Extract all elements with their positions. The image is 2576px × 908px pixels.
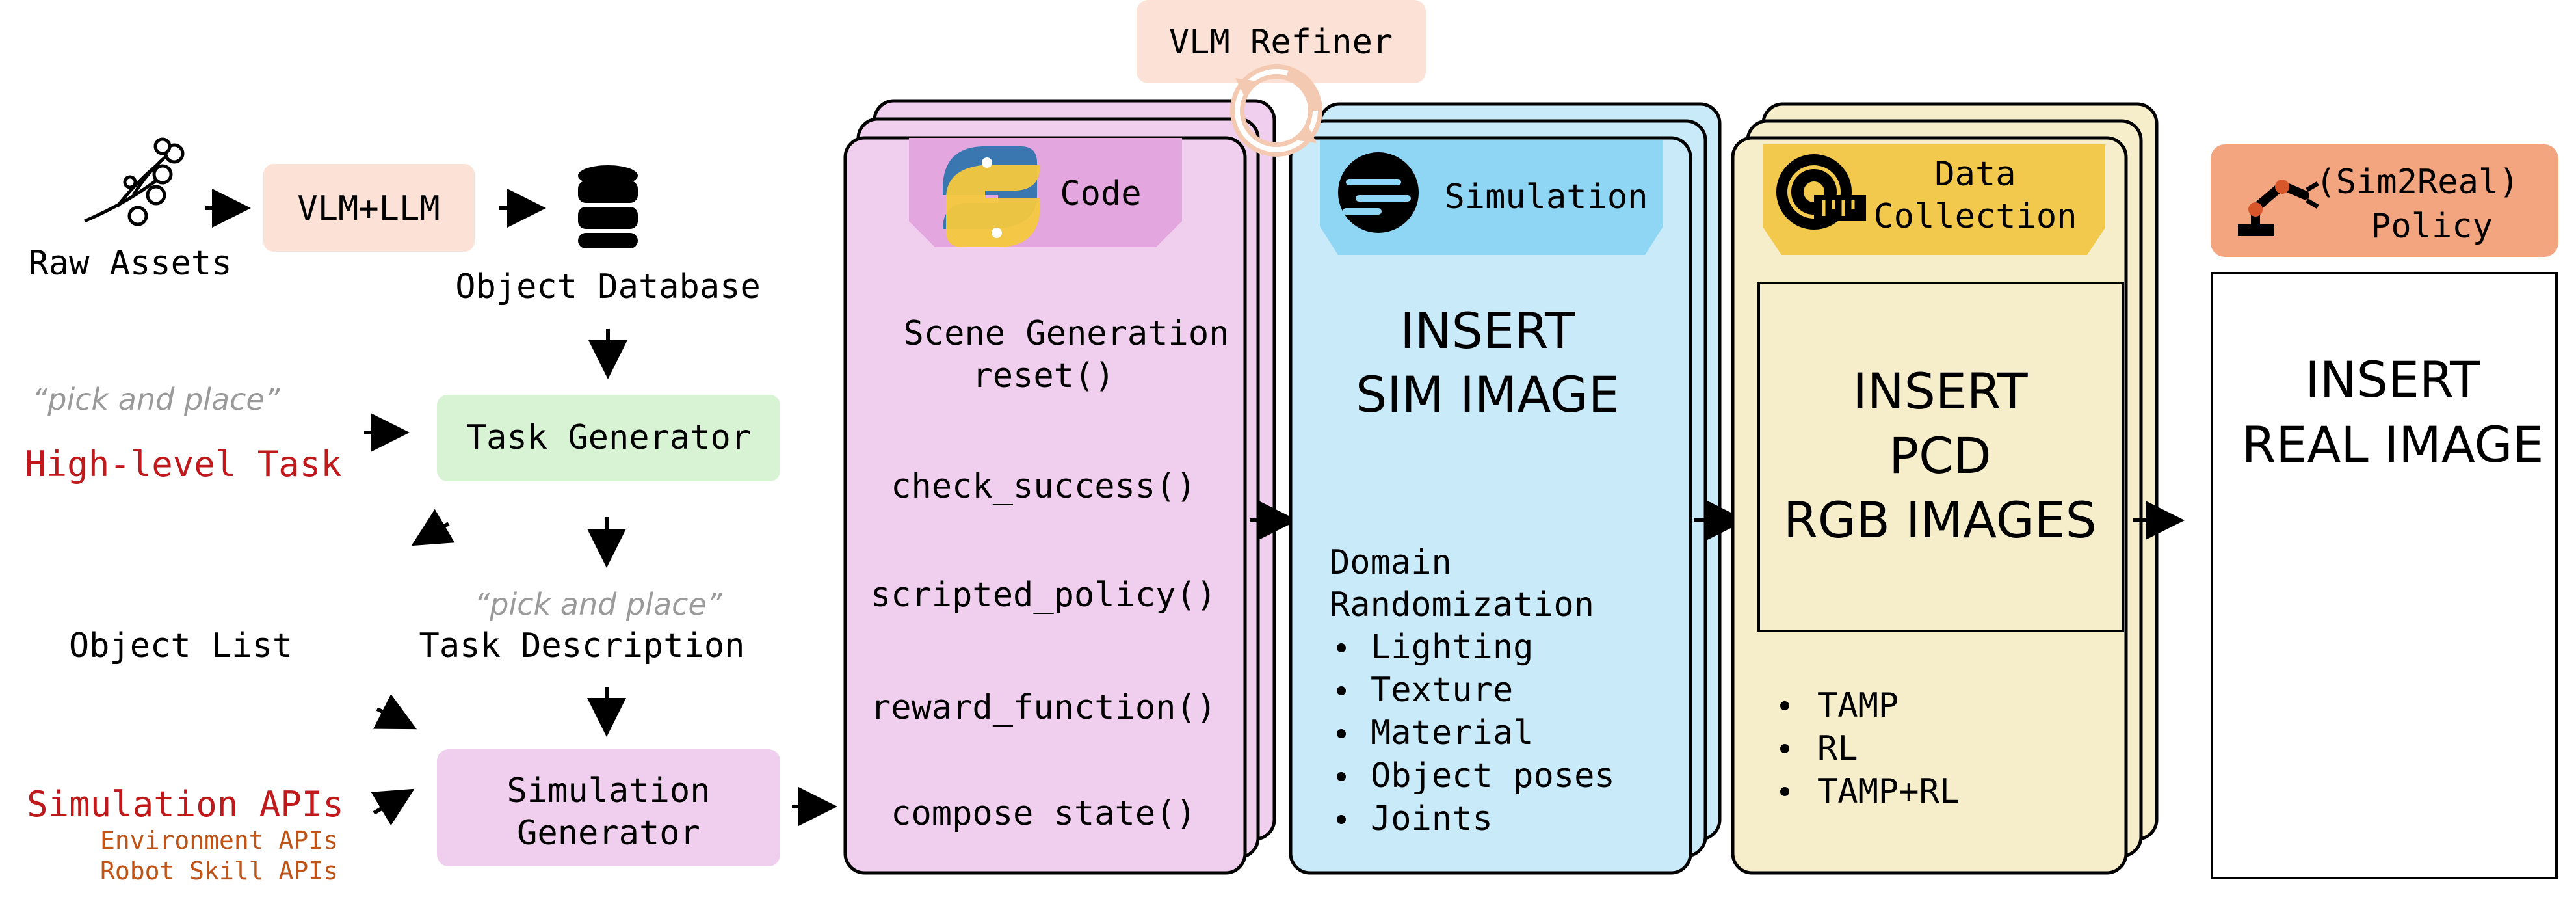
blossom-icon xyxy=(84,137,185,226)
simulation-apis-label: Simulation APIs xyxy=(27,784,344,825)
policy-header-line2: Policy xyxy=(2371,207,2493,246)
object-list-label: Object List xyxy=(69,626,293,665)
domain-randomization-line1: Domain xyxy=(1330,543,1452,582)
code-panel xyxy=(843,99,1276,875)
data-image-line2: PCD xyxy=(1889,427,1991,485)
data-item-tamp-rl: TAMP+RL xyxy=(1817,772,1960,811)
real-image-placeholder xyxy=(2211,272,2558,879)
dr-item-joints: Joints xyxy=(1371,799,1493,838)
data-image-line1: INSERT xyxy=(1852,362,2028,420)
task-generator-box xyxy=(437,395,780,481)
dr-item-lighting: Lighting xyxy=(1371,628,1533,667)
policy-header-box xyxy=(2211,144,2558,257)
code-item-scene-generation: Scene Generation xyxy=(904,314,1229,353)
sim-image-line2: SIM IMAGE xyxy=(1356,366,1620,423)
robot-arm-icon xyxy=(2238,180,2319,236)
data-header-line1: Data xyxy=(1934,155,2016,194)
robot-skill-apis-label: Robot Skill APIs xyxy=(100,857,338,885)
code-item-reset: reset() xyxy=(972,356,1114,395)
vlm-refiner-box xyxy=(1137,0,1426,83)
real-image-line1: INSERT xyxy=(2305,351,2480,408)
data-item-rl: RL xyxy=(1817,729,1858,768)
database-icon xyxy=(578,165,638,248)
object-database-label: Object Database xyxy=(455,267,761,306)
domain-randomization-line2: Randomization xyxy=(1330,585,1594,624)
simulation-generator-line1: Simulation xyxy=(506,771,710,810)
task-generator-label: Task Generator xyxy=(466,418,751,457)
code-item-scripted-policy: scripted_policy() xyxy=(871,576,1216,615)
data-item-tamp: TAMP xyxy=(1817,686,1899,725)
data-collection-panel xyxy=(1731,102,2159,875)
simulation-generator-box xyxy=(437,749,780,866)
sim-image-line1: INSERT xyxy=(1400,302,1575,360)
environment-apis-label: Environment APIs xyxy=(100,826,338,855)
tape-measure-icon xyxy=(1776,154,1866,230)
dr-item-object-poses: Object poses xyxy=(1371,756,1615,795)
python-icon xyxy=(943,146,1040,247)
task-description-label: Task Description xyxy=(419,626,745,665)
dr-item-texture: Texture xyxy=(1371,671,1513,710)
data-image-line3: RGB IMAGES xyxy=(1783,491,2097,549)
vlm-llm-box xyxy=(263,164,475,252)
data-header-line2: Collection xyxy=(1873,197,2077,236)
code-item-compose-state: compose state() xyxy=(891,794,1196,833)
vlm-llm-label: VLM+LLM xyxy=(297,189,440,228)
policy-header-line1: (Sim2Real) xyxy=(2315,163,2519,202)
simulation-header-label: Simulation xyxy=(1444,178,1648,217)
code-item-reward-function: reward_function() xyxy=(871,688,1216,727)
raw-assets-label: Raw Assets xyxy=(28,244,231,283)
refresh-loop-icon xyxy=(1230,64,1322,157)
data-bullets xyxy=(1780,701,1789,796)
code-item-check-success: check_success() xyxy=(891,467,1196,506)
dr-item-material: Material xyxy=(1371,714,1533,753)
high-level-task-label: High-level Task xyxy=(25,444,342,485)
pick-place-quote-2: “pick and place” xyxy=(474,587,722,622)
dr-bullets xyxy=(1337,643,1346,824)
simulation-generator-line2: Generator xyxy=(517,814,700,853)
simulation-panel xyxy=(1289,102,1722,875)
real-image-line2: REAL IMAGE xyxy=(2242,416,2544,474)
vlm-refiner-label: VLM Refiner xyxy=(1169,23,1393,62)
code-header-label: Code xyxy=(1060,174,1141,213)
globe-icon xyxy=(1338,152,1419,233)
pick-place-quote-1: “pick and place” xyxy=(32,382,280,417)
